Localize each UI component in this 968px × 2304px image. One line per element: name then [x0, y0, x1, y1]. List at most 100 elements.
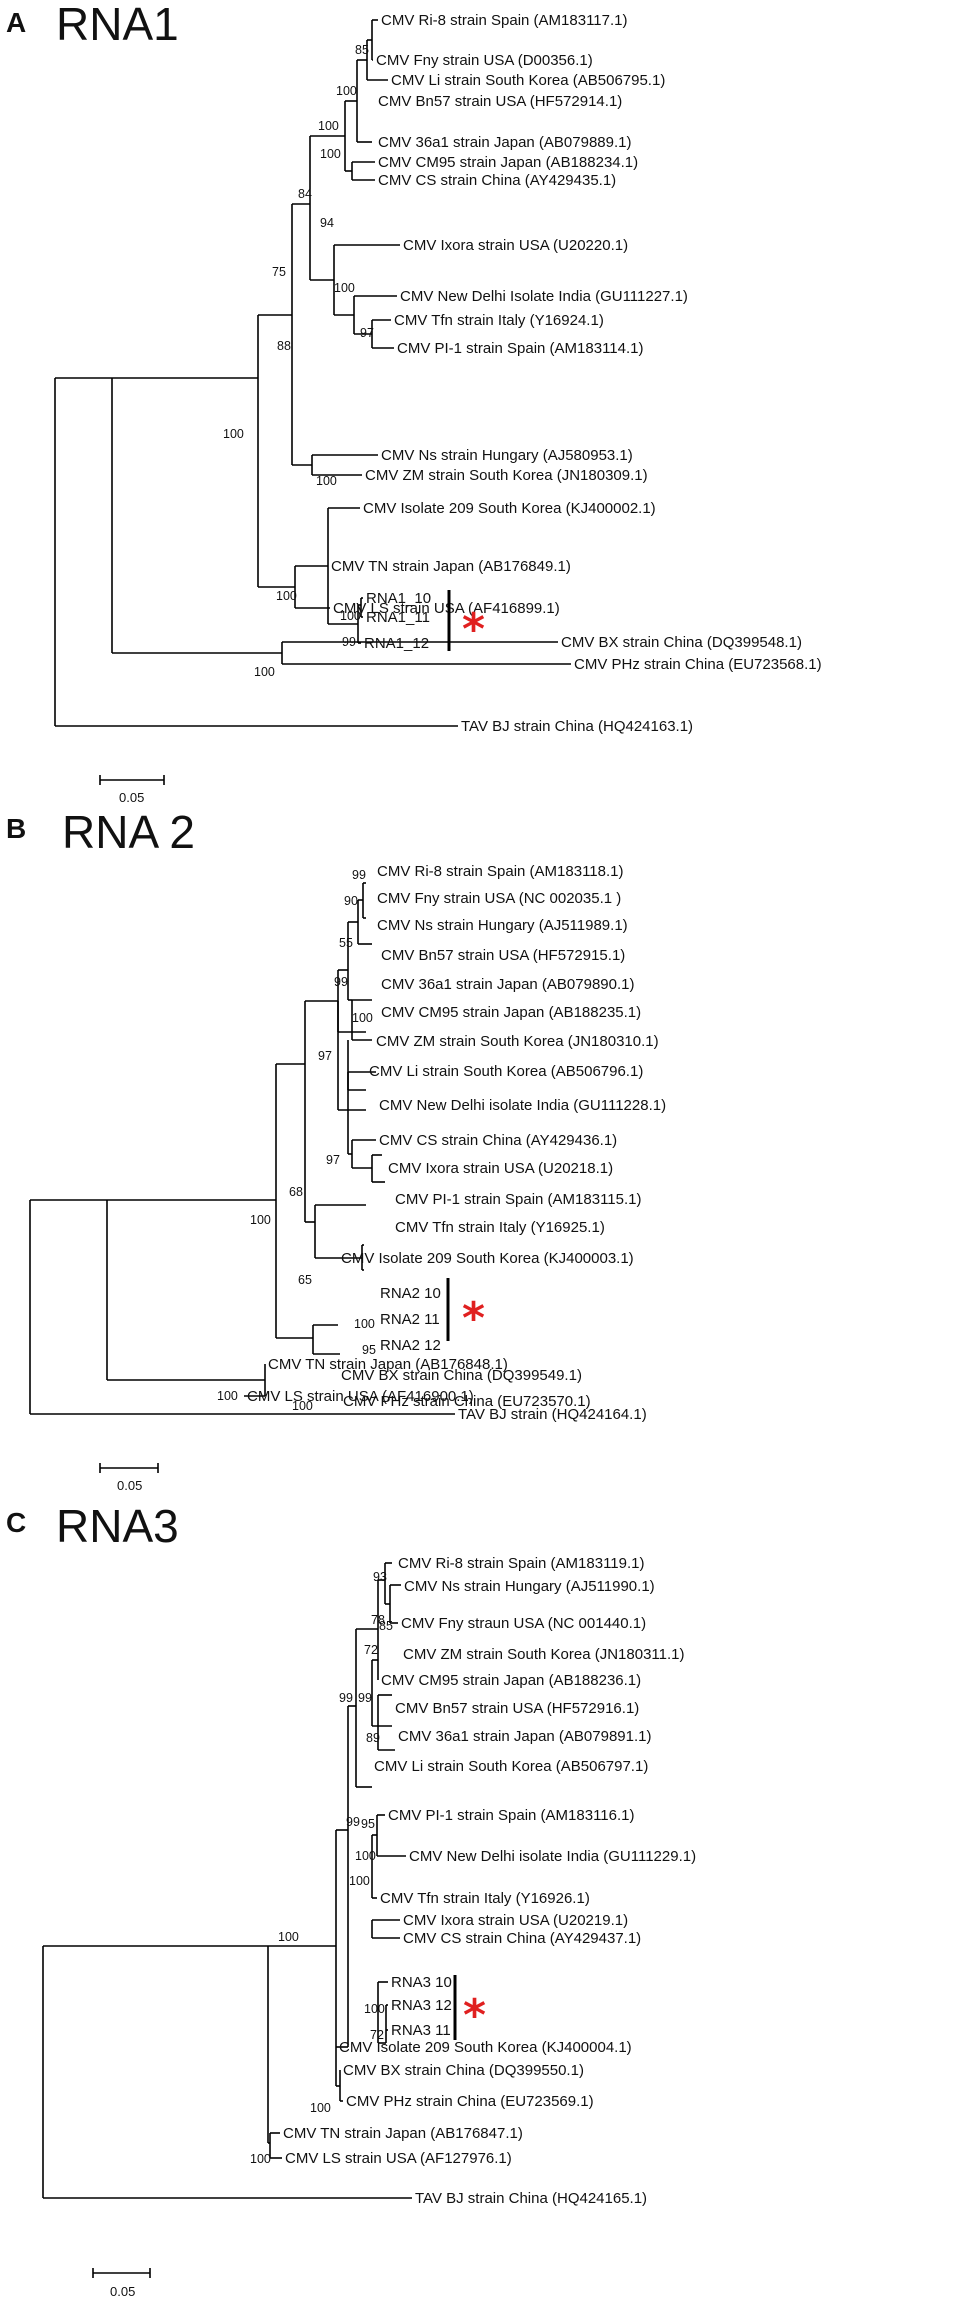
panel-c-cluster-star: * — [463, 1990, 486, 2041]
leaf-label: CMV 36a1 strain Japan (AB079890.1) — [381, 976, 634, 993]
leaf-label: CMV LS strain USA (AF127976.1) — [285, 2150, 512, 2167]
bootstrap-value: 78 — [371, 1613, 385, 1627]
bootstrap-value: 100 — [250, 2152, 271, 2166]
leaf-label: CMV New Delhi Isolate India (GU111227.1) — [400, 288, 688, 305]
bootstrap-value: 100 — [310, 2101, 331, 2115]
leaf-label: CMV PI-1 strain Spain (AM183114.1) — [397, 340, 644, 357]
bootstrap-value: 75 — [272, 265, 286, 279]
leaf-label: CMV Ixora strain USA (U20218.1) — [388, 1160, 613, 1177]
leaf-label: CMV TN strain Japan (AB176848.1) — [268, 1356, 508, 1373]
panel-c-letter: C — [6, 1507, 26, 1538]
leaf-label: CMV PI-1 strain Spain (AM183116.1) — [388, 1807, 635, 1824]
bootstrap-value: 100 — [320, 147, 341, 161]
leaf-label: CMV Ri-8 strain Spain (AM183118.1) — [377, 863, 624, 880]
bootstrap-value: 100 — [276, 589, 297, 603]
panel-b-leaf-labels: CMV Ri-8 strain Spain (AM183118.1) CMV F… — [247, 863, 666, 1423]
bootstrap-value: 100 — [250, 1213, 271, 1227]
leaf-label: CMV Tfn strain Italy (Y16925.1) — [395, 1219, 605, 1236]
bootstrap-value: 72 — [364, 1643, 378, 1657]
leaf-label: CMV 36a1 strain Japan (AB079889.1) — [378, 134, 631, 151]
bootstrap-value: 99 — [342, 635, 356, 649]
leaf-label: CMV Bn57 strain USA (HF572916.1) — [395, 1700, 639, 1717]
bootstrap-value: 100 — [355, 1849, 376, 1863]
bootstrap-value: 100 — [278, 1930, 299, 1944]
leaf-label: CMV CS strain China (AY429436.1) — [379, 1132, 617, 1149]
leaf-label: CMV Bn57 strain USA (HF572915.1) — [381, 947, 625, 964]
bootstrap-value: 85 — [379, 1619, 393, 1633]
leaf-label: CMV LS strain USA (AF416899.1) — [333, 600, 560, 617]
panel-b-cluster-star: * — [462, 1293, 485, 1344]
leaf-label: CMV Ns strain Hungary (AJ511990.1) — [404, 1578, 655, 1595]
bootstrap-value: 99 — [352, 868, 366, 882]
bootstrap-value: 100 — [354, 1317, 375, 1331]
leaf-label: RNA2 11 — [380, 1311, 440, 1328]
bootstrap-value: 88 — [277, 339, 291, 353]
panel-a-title: RNA1 — [56, 0, 179, 50]
leaf-label: TAV BJ strain China (HQ424163.1) — [461, 718, 693, 735]
panel-a: A RNA1 — [6, 0, 822, 805]
leaf-label: CMV New Delhi isolate India (GU111228.1) — [379, 1097, 666, 1114]
leaf-label: CMV Isolate 209 South Korea (KJ400003.1) — [341, 1250, 634, 1267]
bootstrap-value: 100 — [334, 281, 355, 295]
panel-c-leaf-labels: CMV Ri-8 strain Spain (AM183119.1) CMV N… — [283, 1555, 696, 2207]
panel-a-cluster-star: * — [462, 604, 485, 655]
leaf-label: CMV Ri-8 strain Spain (AM183119.1) — [398, 1555, 645, 1572]
bootstrap-value: 100 — [254, 665, 275, 679]
bootstrap-value: 68 — [289, 1185, 303, 1199]
leaf-label: RNA2 10 — [380, 1285, 441, 1302]
bootstrap-value: 99 — [358, 1691, 372, 1705]
leaf-label: RNA3 11 — [391, 2022, 451, 2039]
leaf-label: RNA1_10 — [366, 590, 431, 607]
leaf-label: CMV PHz strain China (EU723569.1) — [346, 2093, 594, 2110]
bootstrap-value: 100 — [349, 1874, 370, 1888]
leaf-label: CMV Ri-8 strain Spain (AM183117.1) — [381, 12, 628, 29]
panel-c-title: RNA3 — [56, 1500, 179, 1552]
panel-b-tree — [29, 882, 455, 1473]
bootstrap-value: 100 — [292, 1399, 313, 1413]
leaf-label: CMV Tfn strain Italy (Y16924.1) — [394, 312, 604, 329]
bootstrap-value: 95 — [362, 1343, 376, 1357]
leaf-label: CMV CS strain China (AY429437.1) — [403, 1930, 641, 1947]
bootstrap-value: 100 — [336, 84, 357, 98]
panel-a-leaf-labels: CMV Ri-8 strain Spain (AM183117.1) CMV F… — [331, 12, 822, 735]
bootstrap-value: 90 — [344, 894, 358, 908]
leaf-label: CMV New Delhi isolate India (GU111229.1) — [409, 1848, 696, 1865]
leaf-label: CMV CM95 strain Japan (AB188235.1) — [381, 1004, 641, 1021]
bootstrap-value: 99 — [339, 1691, 353, 1705]
panel-b-title: RNA 2 — [62, 806, 195, 858]
leaf-label: CMV BX strain China (DQ399550.1) — [343, 2062, 584, 2079]
leaf-label: CMV BX strain China (DQ399549.1) — [341, 1367, 582, 1384]
panel-a-bootstrap-values: 85 100 100 84 94 100 97 100 75 100 100 9… — [223, 43, 374, 679]
leaf-label: RNA3 10 — [391, 1974, 452, 1991]
bootstrap-value: 97 — [326, 1153, 340, 1167]
leaf-label: CMV Fny straun USA (NC 001440.1) — [401, 1615, 646, 1632]
bootstrap-value: 84 — [298, 187, 312, 201]
leaf-label: CMV PHz strain China (EU723570.1) — [343, 1393, 591, 1410]
bootstrap-value: 65 — [298, 1273, 312, 1287]
leaf-label: CMV Li strain South Korea (AB506797.1) — [374, 1758, 648, 1775]
leaf-label: TAV BJ strain China (HQ424165.1) — [415, 2190, 647, 2207]
leaf-label: TAV BJ strain (HQ424164.1) — [458, 1406, 647, 1423]
panel-b-scale-label: 0.05 — [117, 1478, 142, 1493]
leaf-label: RNA1_12 — [364, 635, 429, 652]
leaf-label: CMV CS strain China (AY429435.1) — [378, 172, 616, 189]
bootstrap-value: 99 — [346, 1815, 360, 1829]
panel-a-tree — [54, 19, 571, 785]
panel-b-bootstrap-values: 99 90 55 99 100 97 97 68 65 100 95 100 1… — [217, 868, 376, 1413]
leaf-label: CMV LS strain USA (AF416900.1) — [247, 1388, 474, 1405]
bootstrap-value: 100 — [364, 2002, 385, 2016]
leaf-label: CMV BX strain China (DQ399548.1) — [561, 634, 802, 651]
panel-a-scale-label: 0.05 — [119, 790, 144, 805]
leaf-label: CMV TN strain Japan (AB176849.1) — [331, 558, 571, 575]
bootstrap-value: 89 — [366, 1731, 380, 1745]
bootstrap-value: 85 — [355, 43, 369, 57]
panel-c-scale-label: 0.05 — [110, 2284, 135, 2299]
leaf-label: CMV ZM strain South Korea (JN180311.1) — [403, 1646, 685, 1663]
leaf-label: CMV Bn57 strain USA (HF572914.1) — [378, 93, 622, 110]
leaf-label: RNA2 12 — [380, 1337, 441, 1354]
leaf-label: CMV Isolate 209 South Korea (KJ400002.1) — [363, 500, 656, 517]
bootstrap-value: 100 — [223, 427, 244, 441]
leaf-label: CMV Ixora strain USA (U20219.1) — [403, 1912, 628, 1929]
leaf-label: CMV Ns strain Hungary (AJ580953.1) — [381, 447, 633, 464]
